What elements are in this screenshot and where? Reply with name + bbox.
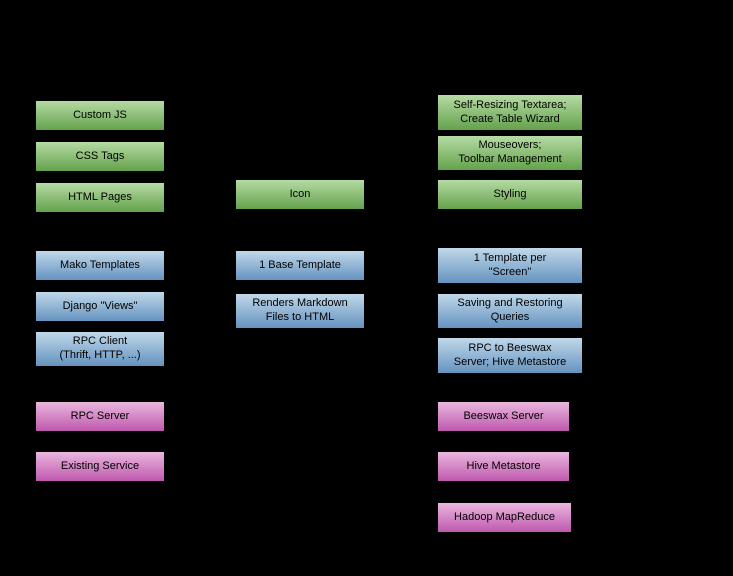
box-existing-service: Existing Service xyxy=(35,451,165,482)
box-icon: Icon xyxy=(235,179,365,210)
box-custom-js: Custom JS xyxy=(35,100,165,131)
box-renders-markdown: Renders Markdown Files to HTML xyxy=(235,293,365,329)
box-saving-queries: Saving and Restoring Queries xyxy=(437,293,583,329)
box-rpc-beeswax: RPC to Beeswax Server; Hive Metastore xyxy=(437,337,583,374)
box-mako-templates: Mako Templates xyxy=(35,250,165,281)
box-html-pages: HTML Pages xyxy=(35,182,165,213)
box-mouseovers: Mouseovers; Toolbar Management xyxy=(437,135,583,171)
box-template-per-screen: 1 Template per "Screen" xyxy=(437,247,583,284)
box-beeswax-server: Beeswax Server xyxy=(437,401,570,432)
box-django-views: Django "Views" xyxy=(35,291,165,322)
box-styling: Styling xyxy=(437,179,583,210)
box-base-template: 1 Base Template xyxy=(235,250,365,281)
box-rpc-server: RPC Server xyxy=(35,401,165,432)
box-hive-metastore: Hive Metastore xyxy=(437,451,570,482)
box-rpc-client: RPC Client (Thrift, HTTP, ...) xyxy=(35,331,165,367)
box-css-tags: CSS Tags xyxy=(35,141,165,172)
box-hadoop-mapreduce: Hadoop MapReduce xyxy=(437,502,572,533)
box-self-resizing-textarea: Self-Resizing Textarea; Create Table Wiz… xyxy=(437,94,583,131)
